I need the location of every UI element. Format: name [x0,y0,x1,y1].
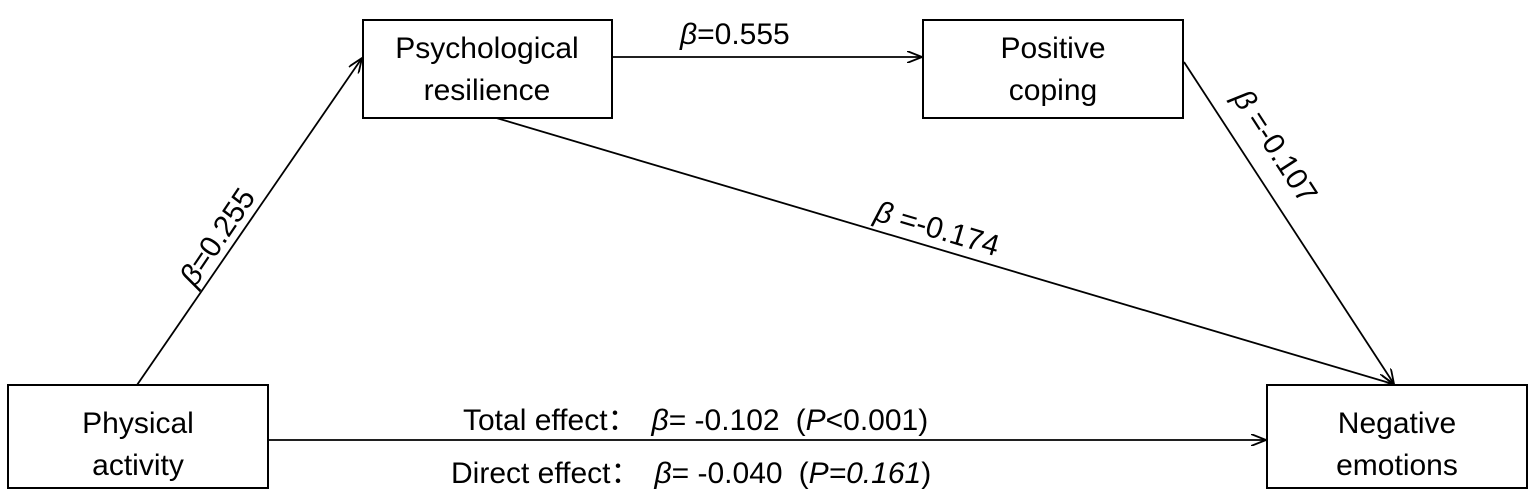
node-label: Physical [82,407,194,440]
node-positive-coping: Positive coping [922,19,1184,119]
node-physical-activity: Physical activity [7,384,269,489]
coef-coping-to-negative: β =-0.107 [1226,83,1324,209]
node-label: resilience [424,74,551,107]
node-label: Negative [1338,407,1456,440]
direct-effect-label: Direct effect：β= -0.040(P=0.161) [451,457,931,490]
node-label: Psychological [395,32,578,65]
arrow-resilience-to-negative [492,116,1393,384]
node-negative-emotions: Negative emotions [1266,384,1528,489]
node-label: emotions [1336,449,1458,482]
arrow-physical-to-resilience [136,58,362,386]
coef-physical-to-resilience: β=0.255 [173,182,262,292]
total-effect-label: Total effect：β= -0.102(P<0.001) [463,404,928,437]
node-label: Positive [1000,32,1105,65]
arrow-coping-to-negative [1183,61,1394,384]
coef-resilience-to-coping: β=0.555 [679,18,790,51]
node-label: activity [92,449,184,482]
node-label: coping [1009,74,1097,107]
coef-resilience-to-negative: β =-0.174 [870,195,1003,263]
node-psychological-resilience: Psychological resilience [362,19,613,119]
